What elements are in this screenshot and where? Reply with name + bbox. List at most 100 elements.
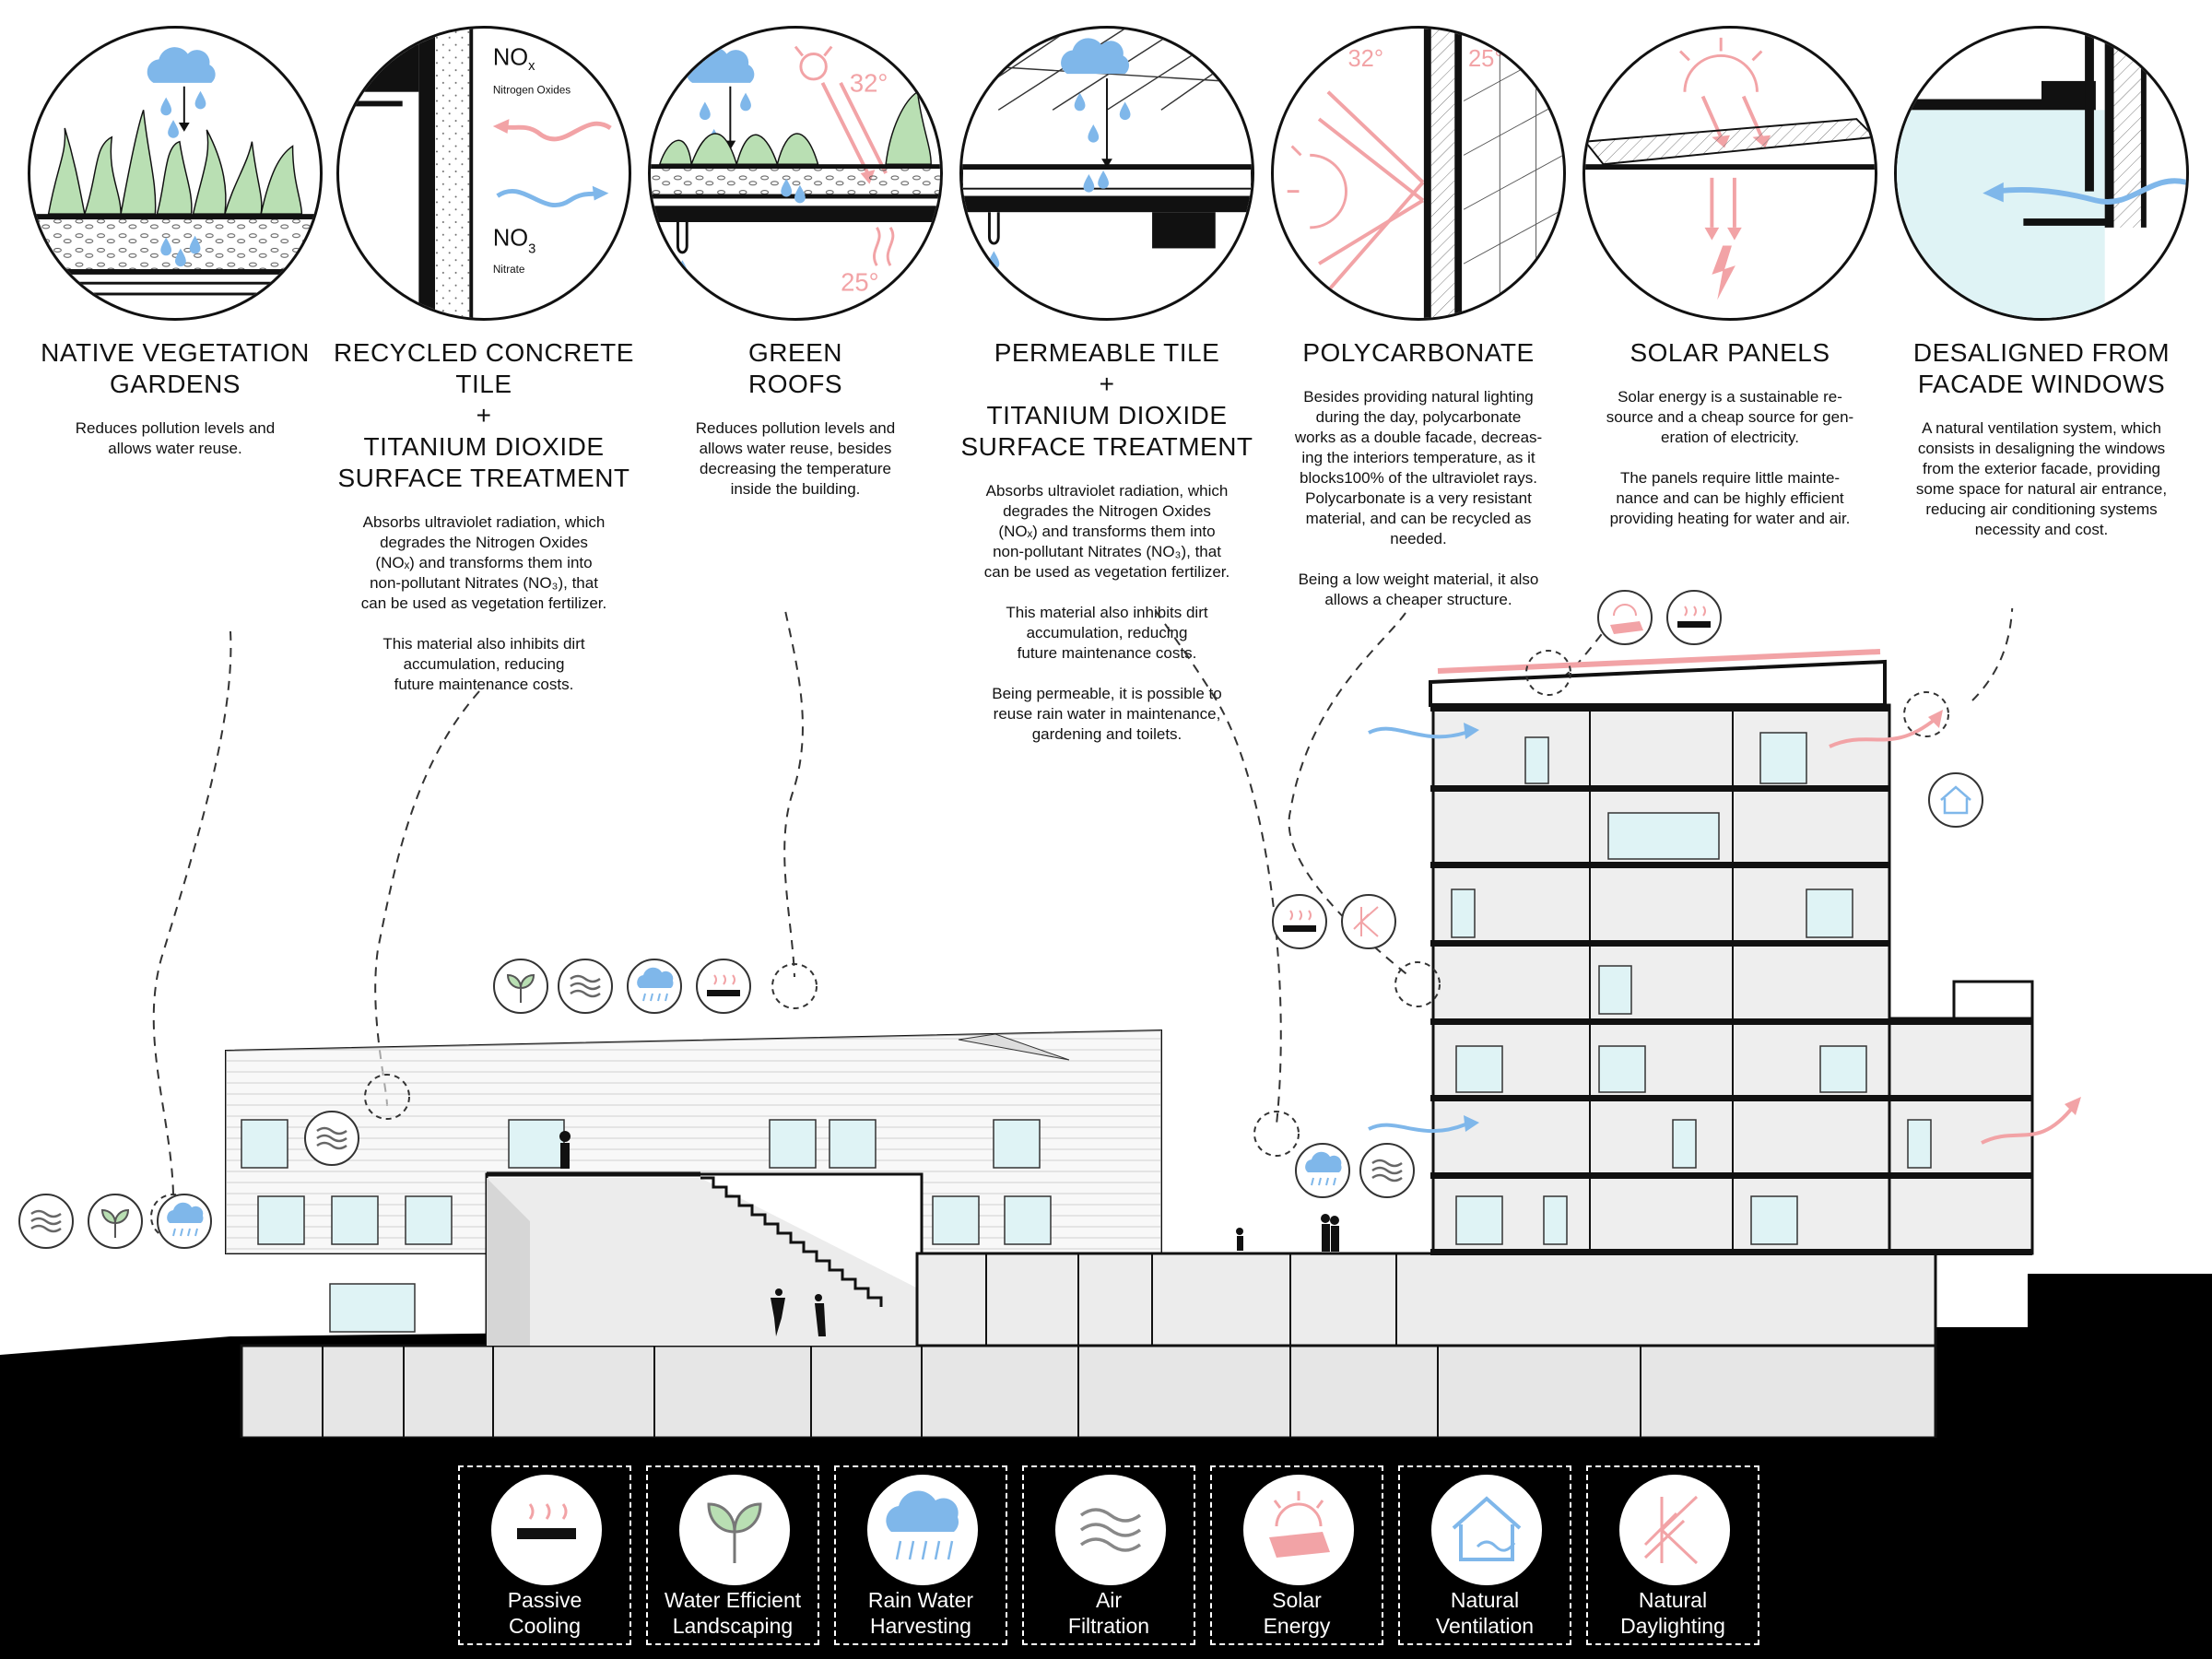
strategy-description: Reduces pollution levels and allows wate… bbox=[643, 418, 947, 520]
legend-label-line: Air bbox=[1095, 1588, 1123, 1612]
no3-name: Nitrate bbox=[493, 264, 525, 276]
strategy-description: Reduces pollution levels and allows wate… bbox=[23, 418, 327, 479]
description-paragraph: Being a low weight material, it also all… bbox=[1298, 571, 1539, 608]
legend-label-line: Rain Water bbox=[867, 1588, 974, 1612]
building-section bbox=[0, 608, 2212, 1438]
detail-circle-solar bbox=[1583, 26, 1877, 321]
rain-water-harvesting-icon bbox=[157, 1194, 212, 1249]
no3-label: NO3 bbox=[493, 226, 535, 257]
strategy-title-line: ROOFS bbox=[747, 370, 843, 398]
airflow-arrows bbox=[1368, 717, 2076, 1145]
legend-label-line: Harvesting bbox=[870, 1614, 971, 1638]
air-filtration-icon bbox=[304, 1111, 359, 1166]
description-paragraph: Absorbs ultraviolet radiation, which deg… bbox=[983, 482, 1230, 581]
passive-cooling-icon bbox=[491, 1475, 602, 1585]
strategy-title: NATIVE VEGETATION GARDENS bbox=[23, 337, 327, 400]
strategy-title-line: DESALIGNED FROM bbox=[1912, 338, 2171, 367]
natural-daylighting-icon bbox=[1341, 894, 1396, 949]
air-filtration-icon bbox=[1359, 1143, 1415, 1198]
legend-label-line: Water Efficient bbox=[664, 1588, 802, 1612]
detail-circle-vegetation bbox=[28, 26, 323, 321]
strategy-title-line: FACADE WINDOWS bbox=[1917, 370, 2166, 398]
strategy-title-line: + bbox=[1099, 370, 1115, 398]
description-paragraph: Absorbs ultraviolet radiation, which deg… bbox=[360, 513, 607, 612]
nox-name: Nitrogen Oxides bbox=[493, 85, 571, 97]
strategy-description: Absorbs ultraviolet radiation, which deg… bbox=[332, 512, 636, 715]
water-efficient-landscaping-icon bbox=[88, 1194, 143, 1249]
strategy-title: POLYCARBONATE bbox=[1266, 337, 1571, 369]
description-paragraph: A natural ventilation system, which cons… bbox=[1915, 419, 2168, 538]
legend-label-line: Ventilation bbox=[1435, 1614, 1535, 1638]
strategy-title-line: TITANIUM DIOXIDE bbox=[363, 432, 605, 461]
poly-cool-label: 25° bbox=[1468, 46, 1504, 72]
legend-label-line: Energy bbox=[1263, 1614, 1331, 1638]
description-paragraph: Besides providing natural lighting durin… bbox=[1294, 388, 1543, 547]
legend-label-line: Natural bbox=[1450, 1588, 1520, 1612]
left-windows bbox=[241, 1119, 1052, 1333]
detail-circle-ventilation bbox=[1894, 26, 2189, 321]
strategy-title: DESALIGNED FROM FACADE WINDOWS bbox=[1889, 337, 2194, 400]
legend-label-line: Cooling bbox=[509, 1614, 581, 1638]
passive-cooling-icon bbox=[1272, 894, 1327, 949]
strategy-title-line: PERMEABLE TILE bbox=[994, 338, 1220, 367]
strategy-title: SOLAR PANELS bbox=[1578, 337, 1882, 369]
passive-cooling-icon bbox=[696, 959, 751, 1014]
natural-ventilation-icon bbox=[1431, 1475, 1542, 1585]
rain-water-harvesting-icon bbox=[627, 959, 682, 1014]
description-paragraph: This material also inhibits dirt accumul… bbox=[1006, 604, 1208, 662]
air-filtration-icon bbox=[558, 959, 613, 1014]
detail-circle-polycarbonate: 32° 25° bbox=[1271, 26, 1566, 321]
strategy-title-line: SOLAR PANELS bbox=[1630, 338, 1830, 367]
strategy-title-line: SURFACE TREATMENT bbox=[337, 464, 630, 492]
basement bbox=[240, 1344, 1937, 1438]
strategy-title-line: TITANIUM DIOXIDE bbox=[986, 401, 1228, 429]
detail-circle-concrete: NOx Nitrogen Oxides NO3 Nitrate bbox=[336, 26, 631, 321]
strategy-description: A natural ventilation system, which cons… bbox=[1889, 418, 2194, 560]
natural-daylighting-icon bbox=[1619, 1475, 1730, 1585]
legend-label-line: Solar bbox=[1272, 1588, 1322, 1612]
strategy-title-line: + bbox=[476, 401, 492, 429]
strategy-title-line: POLYCARBONATE bbox=[1302, 338, 1535, 367]
strategy-title-line: RECYCLED CONCRETE bbox=[334, 338, 634, 367]
detail-circle-permeable bbox=[959, 26, 1254, 321]
air-filtration-icon bbox=[18, 1194, 74, 1249]
strategy-description: Absorbs ultraviolet radiation, which deg… bbox=[955, 481, 1259, 765]
legend-label-line: Natural bbox=[1638, 1588, 1708, 1612]
description-paragraph: Reduces pollution levels and allows wate… bbox=[75, 419, 276, 457]
temp-hot-label: 32° bbox=[850, 69, 888, 98]
strategy-title-line: SURFACE TREATMENT bbox=[960, 432, 1253, 461]
temp-cool-label: 25° bbox=[841, 268, 879, 297]
legend-label-line: Passive bbox=[507, 1588, 582, 1612]
strategy-title-line: NATIVE VEGETATION bbox=[41, 338, 310, 367]
people bbox=[559, 1131, 1339, 1336]
description-paragraph: Solar energy is a sustainable re- source… bbox=[1606, 388, 1854, 446]
nox-label: NOx bbox=[493, 44, 535, 74]
rain-water-harvesting-icon bbox=[1295, 1143, 1350, 1198]
legend-label-line: Filtration bbox=[1067, 1614, 1150, 1638]
strategy-description: Solar energy is a sustainable re- source… bbox=[1578, 387, 1882, 549]
connector bbox=[915, 1252, 1937, 1347]
strategy-description: Besides providing natural lighting durin… bbox=[1266, 387, 1571, 630]
passive-cooling-icon bbox=[1666, 590, 1722, 645]
legend-label-line: Landscaping bbox=[672, 1614, 794, 1638]
rain-water-harvesting-icon bbox=[867, 1475, 978, 1585]
strategy-title-line: GARDENS bbox=[110, 370, 241, 398]
water-efficient-landscaping-icon bbox=[493, 959, 548, 1014]
natural-ventilation-icon bbox=[1928, 772, 1983, 828]
legend-label-line: Daylighting bbox=[1620, 1614, 1725, 1638]
